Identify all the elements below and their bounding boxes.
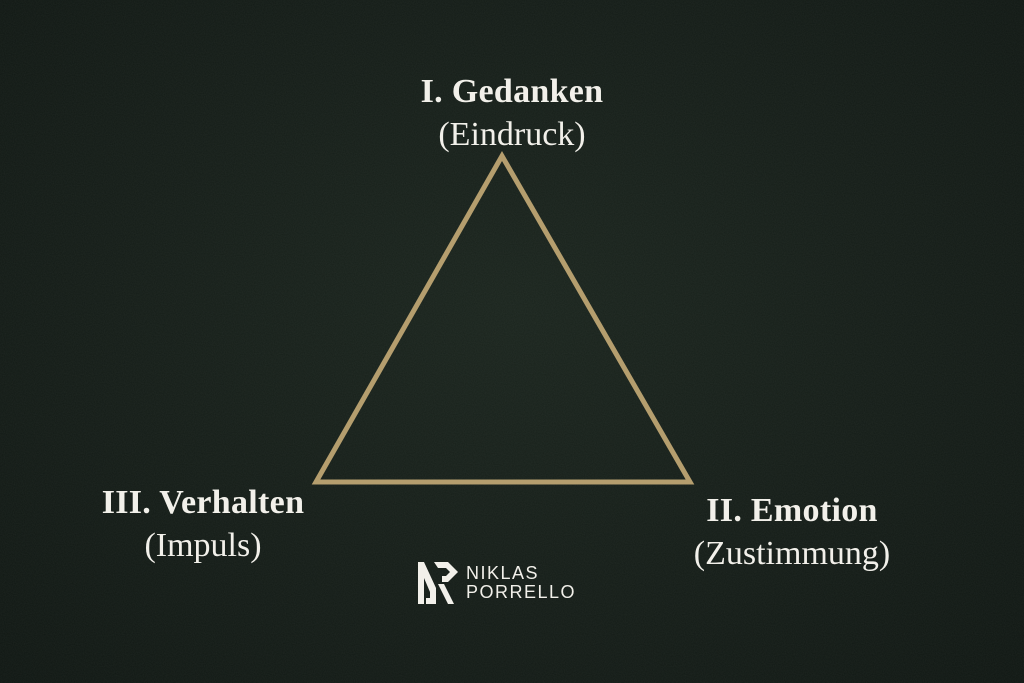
node-verhalten-subtitle: (Impuls) — [144, 527, 262, 564]
node-gedanken: I. Gedanken (Eindruck) — [372, 75, 652, 152]
node-emotion-subtitle: (Zustimmung) — [693, 535, 891, 572]
node-verhalten: III. Verhalten (Impuls) — [64, 486, 342, 563]
node-verhalten-title: III. Verhalten — [101, 484, 305, 521]
node-emotion-title: II. Emotion — [706, 492, 878, 529]
brand-logo: NIKLAS PORRELLO — [414, 558, 614, 608]
triangle-outline — [311, 150, 695, 485]
node-emotion: II. Emotion (Zustimmung) — [652, 494, 932, 571]
logo-line-2: PORRELLO — [466, 582, 577, 602]
logo-wordmark: NIKLAS PORRELLO — [466, 564, 576, 602]
np-monogram-icon — [418, 562, 458, 604]
logo-line-1: NIKLAS — [466, 563, 540, 583]
node-gedanken-title: I. Gedanken — [420, 73, 604, 110]
node-gedanken-subtitle: (Eindruck) — [438, 116, 586, 153]
